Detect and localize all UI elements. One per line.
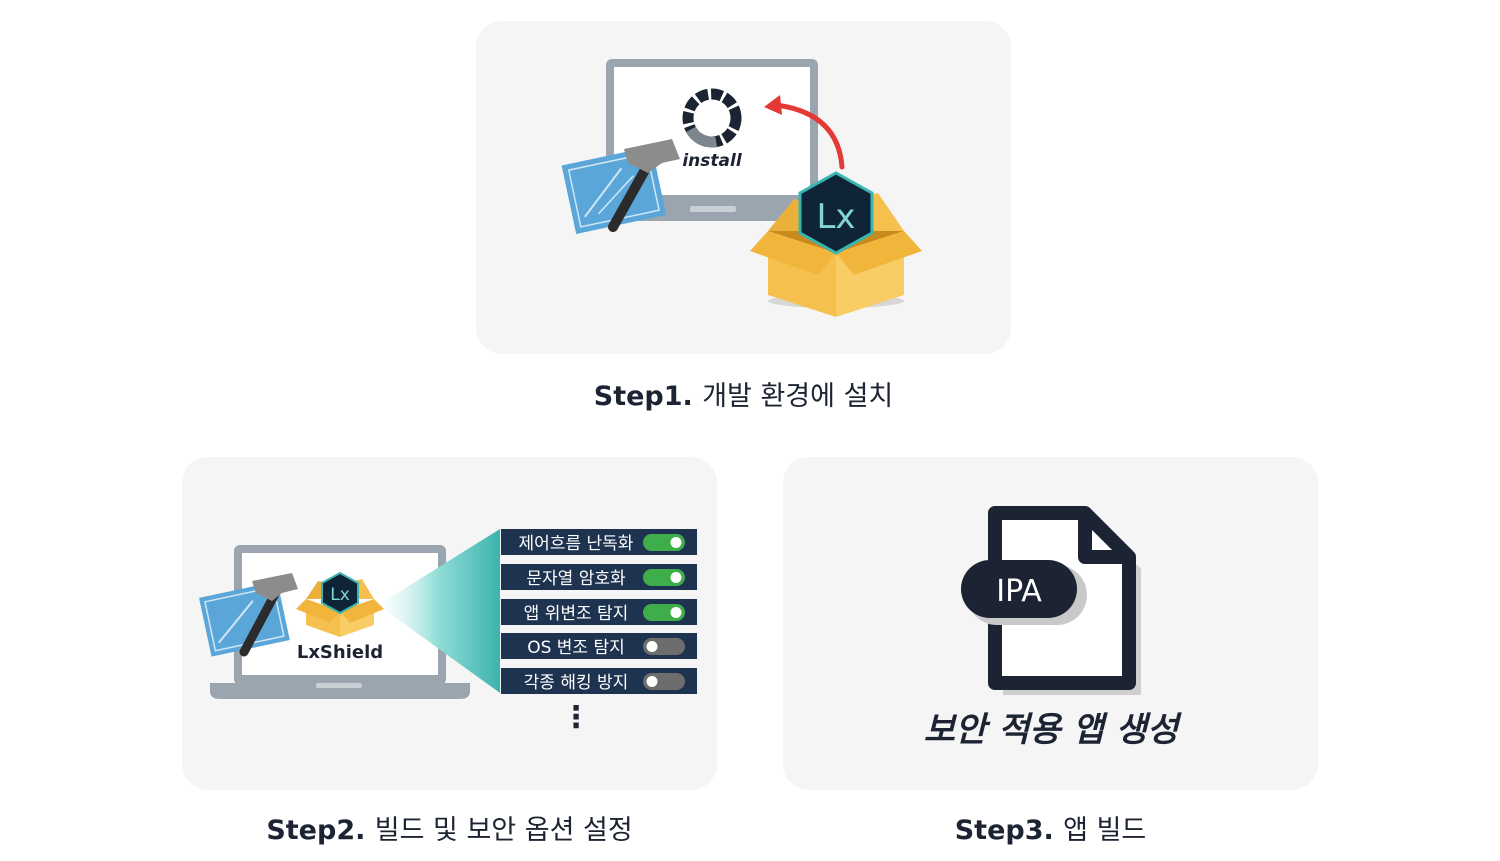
security-option-list: 제어흐름 난독화 문자열 암호화 앱 위변조 탐지 OS 변조 탐지 각종 해킹 [501, 529, 697, 694]
step2-caption: Step2. 빌드 및 보안 옵션 설정 [182, 808, 717, 847]
step3-caption: Step3. 앱 빌드 [783, 808, 1318, 847]
option-row[interactable]: 문자열 암호화 [501, 564, 697, 590]
option-row[interactable]: 각종 해킹 방지 [501, 668, 697, 694]
install-label: install [682, 151, 742, 171]
more-options-indicator: ⋮ [561, 700, 591, 735]
install-arrow-icon [764, 95, 845, 170]
step1-title: 개발 환경에 설치 [702, 381, 894, 412]
option-label: 문자열 암호화 [526, 569, 626, 589]
step1-illustration: install Lx [561, 59, 922, 317]
ipa-file-icon: IPA [961, 506, 1141, 695]
file-type-label: IPA [996, 574, 1042, 609]
option-label: 제어흐름 난독화 [519, 534, 634, 554]
option-row[interactable]: 앱 위변조 탐지 [501, 599, 697, 625]
step1-panel: install Lx [476, 21, 1011, 354]
option-toggle[interactable] [643, 638, 685, 655]
option-toggle[interactable] [643, 604, 685, 621]
box-logo-text: Lx [816, 197, 855, 237]
xcode-tool-icon [561, 139, 680, 234]
lx-package-box-icon: Lx [296, 571, 384, 637]
shield-beam [378, 529, 500, 693]
step1-caption: Step1. 개발 환경에 설치 [476, 374, 1011, 413]
option-row[interactable]: OS 변조 탐지 [501, 633, 697, 659]
option-label: OS 변조 탐지 [527, 638, 625, 658]
step3-number: Step3. [954, 815, 1054, 846]
option-label: 앱 위변조 탐지 [524, 604, 629, 624]
result-text: 보안 적용 앱 생성 [924, 710, 1182, 750]
option-row[interactable]: 제어흐름 난독화 [501, 529, 697, 555]
step3-title: 앱 빌드 [1063, 815, 1147, 846]
option-toggle[interactable] [643, 534, 685, 551]
xcode-tool-icon [199, 573, 298, 657]
step2-panel: Lx LxShield 제어흐름 난독화 문자열 암호화 앱 위변조 탐지 [182, 457, 717, 790]
option-toggle[interactable] [643, 673, 685, 690]
lx-package-box-icon: Lx [750, 171, 922, 317]
step3-illustration: IPA 보안 적용 앱 생성 [924, 506, 1182, 750]
box-logo-text: Lx [330, 585, 350, 605]
step3-panel: IPA 보안 적용 앱 생성 [783, 457, 1318, 790]
step2-illustration: Lx LxShield 제어흐름 난독화 문자열 암호화 앱 위변조 탐지 [199, 529, 697, 735]
product-name: LxShield [297, 642, 383, 663]
step1-number: Step1. [593, 381, 693, 412]
option-toggle[interactable] [643, 569, 685, 586]
option-label: 각종 해킹 방지 [524, 673, 629, 693]
step2-title: 빌드 및 보안 옵션 설정 [374, 815, 633, 846]
loading-spinner-icon [682, 88, 742, 148]
step2-number: Step2. [266, 815, 366, 846]
